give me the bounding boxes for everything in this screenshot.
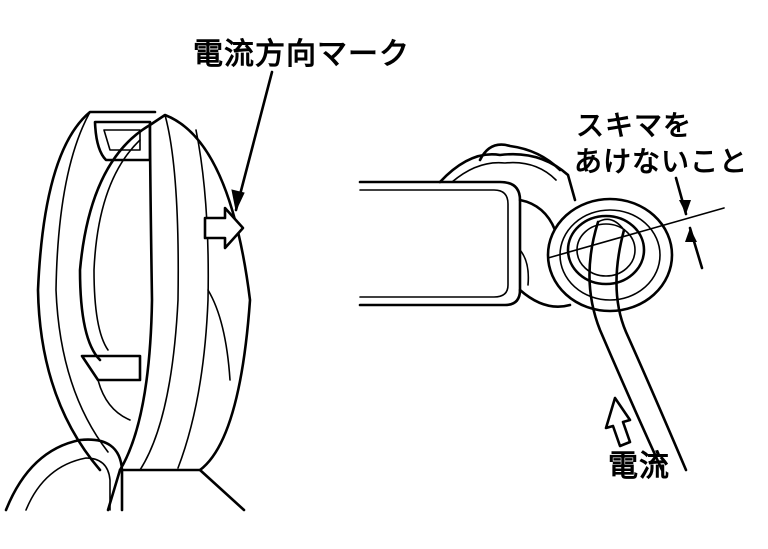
mark-leader-line [234, 70, 274, 212]
gap-warning-line1: スキマを [576, 109, 693, 142]
clamp-ring-inner [566, 214, 646, 286]
wire [588, 220, 664, 472]
jaw-front-outer [118, 113, 252, 472]
current-direction-mark-label: 電流方向マーク [193, 37, 410, 72]
clamp-wire-top-view [358, 143, 725, 472]
current-direction-arrow [203, 206, 245, 250]
current-label: 電流 [608, 449, 670, 484]
gap-dimension-line [547, 207, 725, 259]
gap-warning-line2: あけないこと [574, 145, 749, 178]
meter-body [358, 180, 522, 307]
clamp-jaw-front-view [4, 70, 274, 512]
jaw-top-window [93, 120, 152, 162]
jaw-back-outer [36, 110, 157, 472]
meter-handle [4, 438, 124, 512]
current-flow-arrow [604, 396, 632, 448]
